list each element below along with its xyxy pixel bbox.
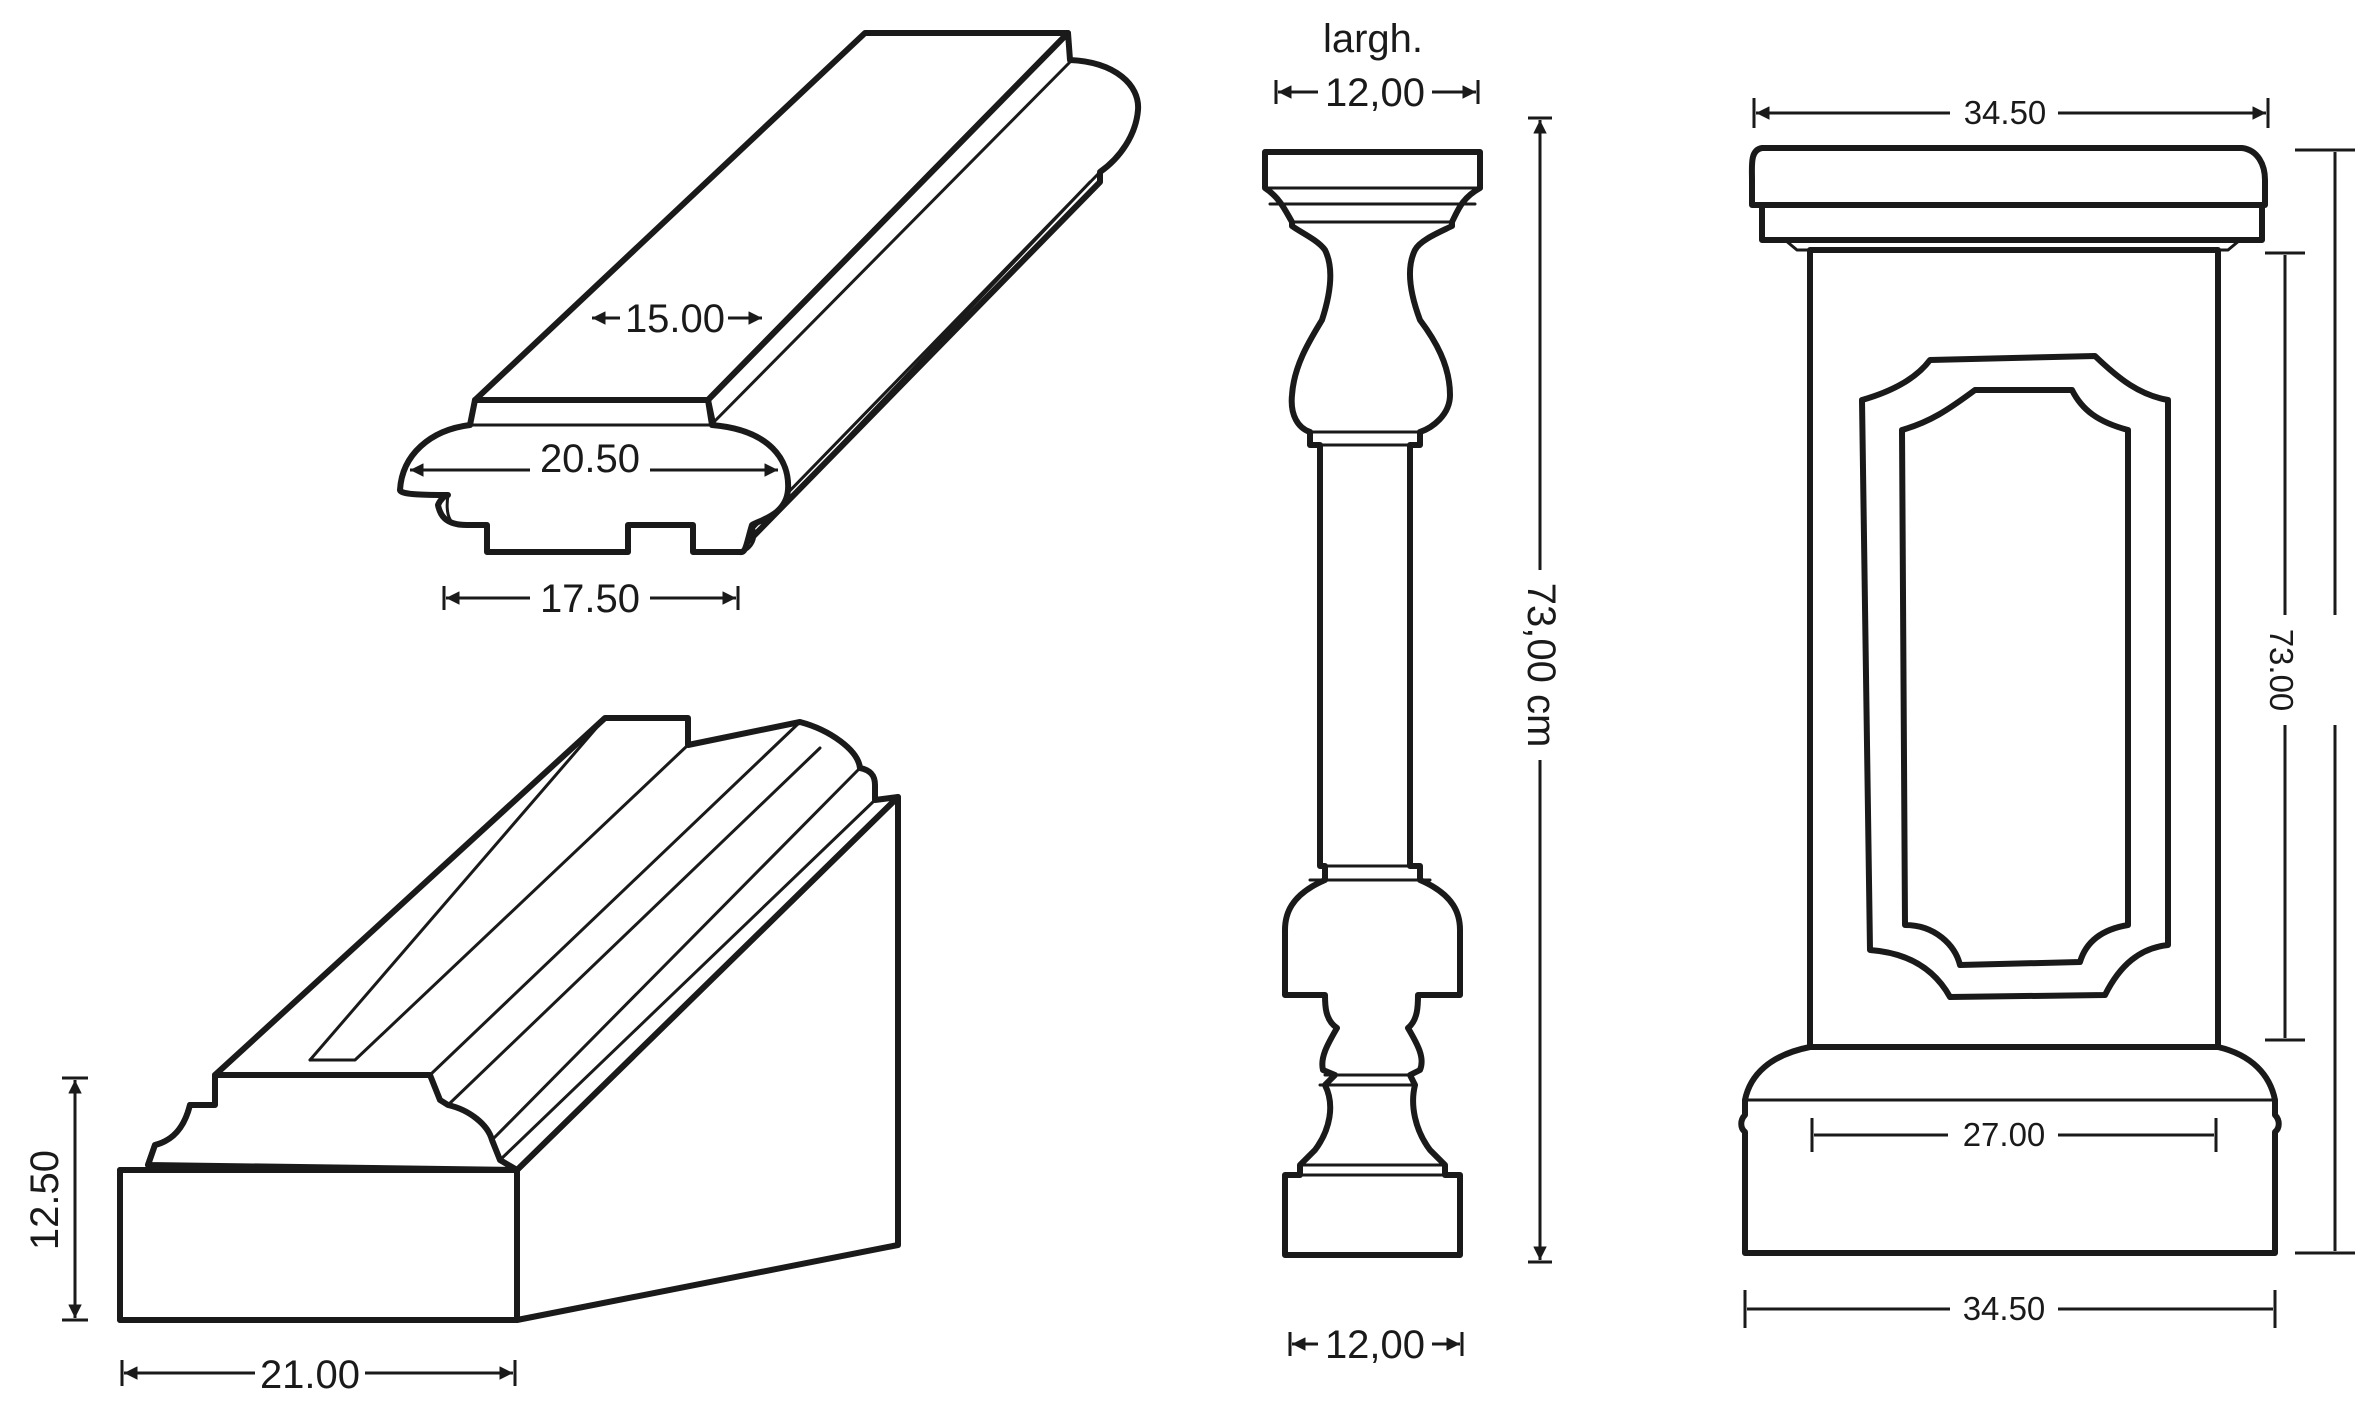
handrail-drawing xyxy=(397,30,1142,556)
handrail-base-width-label: 17.50 xyxy=(540,577,640,621)
pillar-base-width-label: 34.50 xyxy=(1963,1290,2046,1327)
pillar-shaft-height-dim: 73.00 xyxy=(2263,251,2305,1042)
handrail-top-width-dim: 15.00 xyxy=(592,297,762,341)
handrail-base-width-dim: 17.50 xyxy=(442,577,740,621)
pillar-base-inner-width-label: 27.00 xyxy=(1963,1116,2046,1153)
handrail-top-width-label: 15.00 xyxy=(625,297,725,341)
pillar-cap-width-label: 34.50 xyxy=(1964,94,2047,131)
base-rail-width-dim: 21.00 xyxy=(120,1353,517,1397)
base-rail-drawing xyxy=(117,715,901,1323)
pillar-height-dim xyxy=(2295,148,2355,1255)
pillar-height-label: 73.00 xyxy=(2263,629,2300,712)
pillar-drawing xyxy=(1738,145,2282,1256)
baluster-drawing xyxy=(1262,149,1483,1258)
baluster-width-caption-group: largh. xyxy=(1323,17,1423,61)
baluster-top-width-dim: 12,00 xyxy=(1274,71,1480,115)
baluster-bottom-width-label: 12,00 xyxy=(1325,1323,1425,1367)
baluster-height-label: 73,00 cm xyxy=(1519,583,1563,748)
baluster-width-caption: largh. xyxy=(1323,17,1423,61)
handrail-mid-width-label: 20.50 xyxy=(540,437,640,481)
base-rail-width-label: 21.00 xyxy=(260,1353,360,1397)
handrail-mid-width-dim: 20.50 xyxy=(410,437,778,481)
baluster-top-width-label: 12,00 xyxy=(1325,71,1425,115)
pillar-cap-width-dim: 34.50 xyxy=(1752,94,2270,131)
baluster-bottom-width-dim: 12,00 xyxy=(1288,1323,1464,1367)
pillar-base-width-dim: 34.50 xyxy=(1743,1290,2277,1328)
base-rail-height-label: 12.50 xyxy=(23,1150,67,1250)
base-rail-height-dim: 12.50 xyxy=(23,1076,88,1322)
pillar-base-inner-width-dim: 27.00 xyxy=(1810,1116,2218,1153)
baluster-height-dim: 73,00 cm xyxy=(1519,116,1563,1264)
